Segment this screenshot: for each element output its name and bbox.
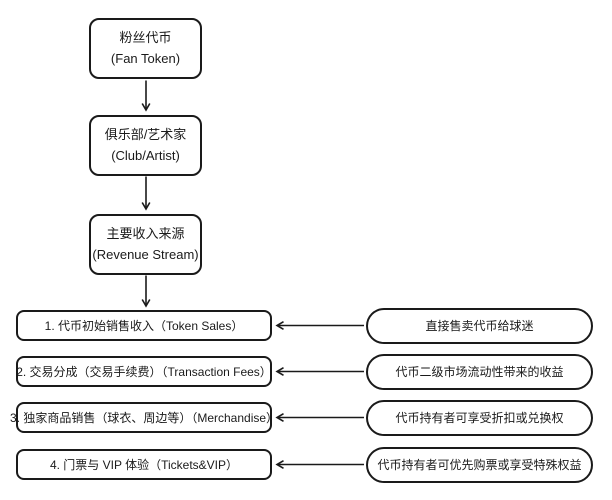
flow-node-title: 主要收入来源 — [106, 226, 185, 242]
revenue-item-merchandise: 3. 独家商品销售（球衣、周边等）（Merchandise） — [10, 402, 278, 433]
flow-node-title: 粉丝代币 — [119, 30, 172, 46]
flow-node-subtitle: (Club/Artist) — [111, 147, 180, 163]
revenue-item-tickets-vip: 4. 门票与 VIP 体验（Tickets&VIP） — [16, 449, 272, 480]
flow-node-club-artist: 俱乐部/艺术家 (Club/Artist) — [89, 115, 202, 176]
revenue-note-transaction-fees: 代币二级市场流动性带来的收益 — [366, 353, 593, 390]
flow-node-fan-token: 粉丝代币 (Fan Token) — [89, 18, 202, 79]
revenue-note-merchandise: 代币持有者可享受折扣或兑换权 — [366, 399, 593, 436]
revenue-note-token-sales: 直接售卖代币给球迷 — [366, 307, 593, 344]
revenue-item-token-sales: 1. 代币初始销售收入（Token Sales） — [16, 310, 272, 341]
revenue-item-transaction-fees: 2. 交易分成（交易手续费）（Transaction Fees） — [16, 356, 272, 387]
flow-node-revenue-stream: 主要收入来源 (Revenue Stream) — [89, 214, 202, 275]
flow-node-subtitle: (Revenue Stream) — [92, 246, 199, 262]
flow-node-title: 俱乐部/艺术家 — [104, 127, 187, 143]
flow-node-subtitle: (Fan Token) — [110, 50, 181, 66]
revenue-note-tickets-vip: 代币持有者可优先购票或享受特殊权益 — [366, 446, 593, 483]
